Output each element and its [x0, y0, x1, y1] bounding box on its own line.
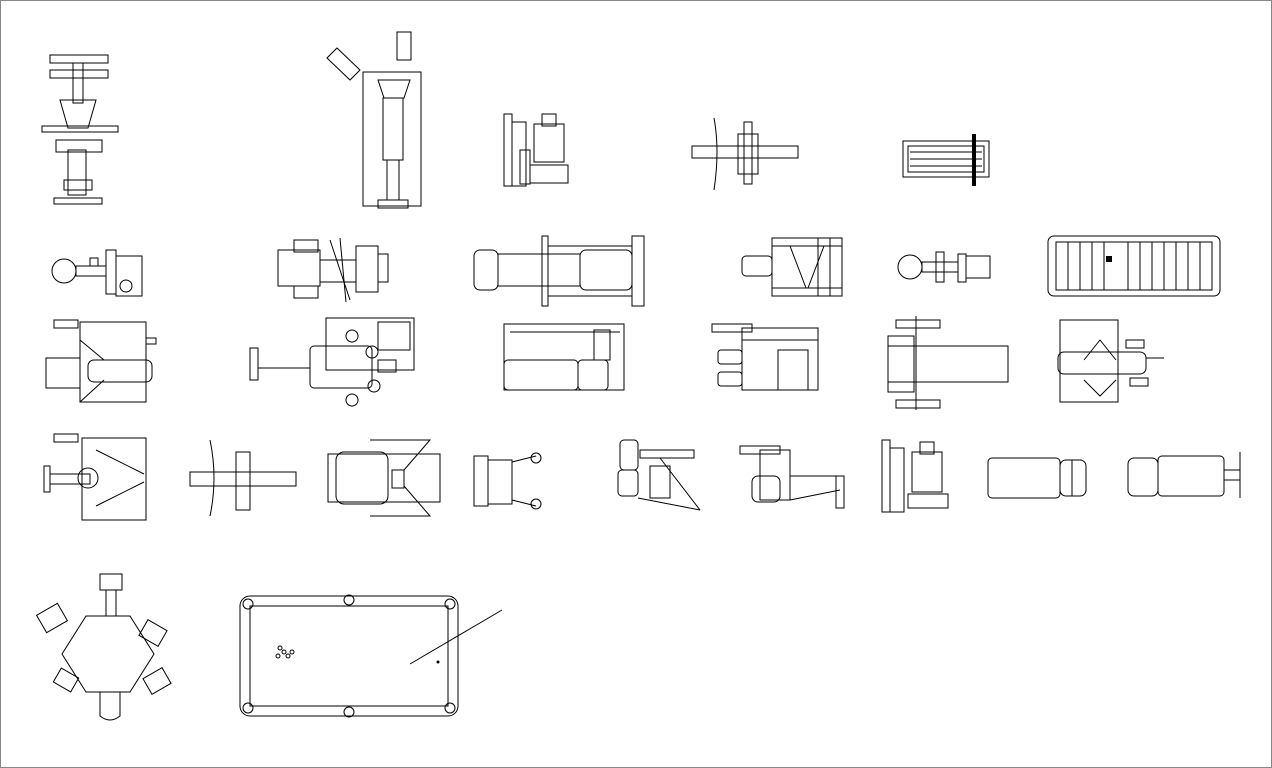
rowing-station [881, 439, 949, 513]
seated-leg-press [739, 445, 845, 509]
leg-curl-machine [711, 323, 819, 391]
hexagonal-multi-gym [35, 573, 172, 721]
leg-extension-frame [741, 237, 843, 297]
pec-deck-machine [1057, 319, 1164, 403]
cable-station-small [897, 251, 991, 283]
multi-press-machine [277, 237, 389, 303]
seated-row-machine-small [503, 113, 569, 187]
adjustable-bench [1127, 452, 1241, 498]
multi-station-gym [249, 317, 415, 407]
weight-stack-machine-top [41, 54, 119, 205]
smith-machine [43, 433, 147, 521]
treadmill-large [1047, 235, 1221, 297]
pool-table [239, 594, 503, 718]
preacher-curl-station [691, 117, 799, 191]
treadmill-small [902, 134, 990, 186]
padded-bench [987, 457, 1087, 499]
chest-fly-machine [45, 319, 157, 403]
abdominal-crunch-machine [327, 439, 441, 517]
hack-squat-rack [617, 439, 701, 511]
lat-pulldown-station [51, 249, 143, 297]
curl-bench [189, 439, 297, 517]
leg-press-machine [326, 31, 422, 209]
incline-bench-rack [503, 323, 625, 391]
flat-bench-long [473, 235, 645, 307]
elliptical-trainer [473, 452, 542, 510]
flat-bench-press [887, 316, 1009, 410]
